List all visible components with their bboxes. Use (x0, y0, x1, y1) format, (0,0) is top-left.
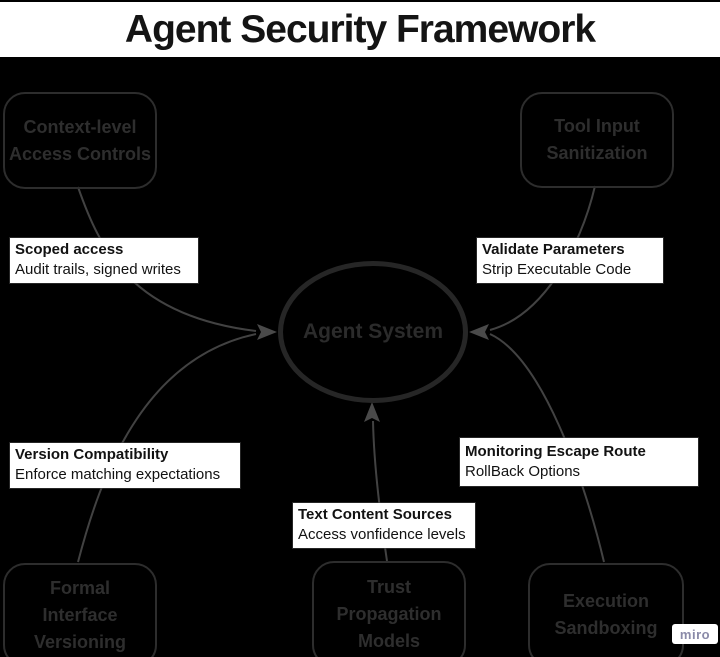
diagram-header: Agent Security Framework (0, 0, 720, 57)
edge-label-title: Version Compatibility (15, 446, 169, 463)
node-execution-sandboxing: Execution Sandboxing (528, 563, 684, 657)
edge-label-subtitle: Access vonfidence levels (298, 526, 466, 543)
edge-label-validate-parameters: Validate Parameters Strip Executable Cod… (477, 238, 663, 283)
arrowhead-left (257, 324, 277, 340)
node-agent-system-label: Agent System (302, 320, 444, 343)
node-trust-propagation-models: Trust Propagation Models (312, 561, 466, 657)
edge-label-scoped-access: Scoped access Audit trails, signed write… (10, 238, 198, 283)
edge-label-version-compatibility: Version Compatibility Enforce matching e… (10, 443, 240, 488)
arrowhead-right (469, 324, 489, 340)
node-context-level-access-controls: Context-level Access Controls (3, 92, 157, 189)
edge-label-title: Text Content Sources (298, 506, 452, 523)
node-label: Tool Input Sanitization (546, 116, 648, 163)
node-label: Formal Interface Versioning (33, 577, 127, 652)
edge-label-monitoring-escape-route: Monitoring Escape Route RollBack Options (460, 438, 698, 486)
arrowhead-bottom (364, 402, 380, 422)
node-formal-interface-versioning: Formal Interface Versioning (3, 563, 157, 657)
edge-label-text-content-sources: Text Content Sources Access vonfidence l… (293, 503, 475, 548)
page-title: Agent Security Framework (124, 7, 596, 51)
edge-sandboxing-to-agent (489, 333, 605, 563)
node-label: Context-level Access Controls (8, 116, 152, 164)
edge-label-subtitle: RollBack Options (465, 463, 581, 480)
edge-label-subtitle: Enforce matching expectations (15, 466, 221, 483)
edge-label-subtitle: Strip Executable Code (482, 261, 632, 278)
edge-label-title: Validate Parameters (482, 241, 625, 258)
node-label: Trust Propagation Models (336, 576, 442, 651)
edge-label-title: Scoped access (15, 241, 124, 258)
edge-label-title: Monitoring Escape Route (465, 443, 646, 460)
node-label: Execution Sandboxing (554, 591, 658, 638)
node-tool-input-sanitization: Tool Input Sanitization (520, 92, 674, 188)
edge-label-subtitle: Audit trails, signed writes (15, 261, 181, 278)
miro-logo-text: miro (679, 626, 711, 642)
node-agent-system: Agent System (278, 261, 468, 403)
miro-watermark-link[interactable]: miro (672, 624, 718, 644)
edge-versioning-to-agent (77, 333, 257, 563)
